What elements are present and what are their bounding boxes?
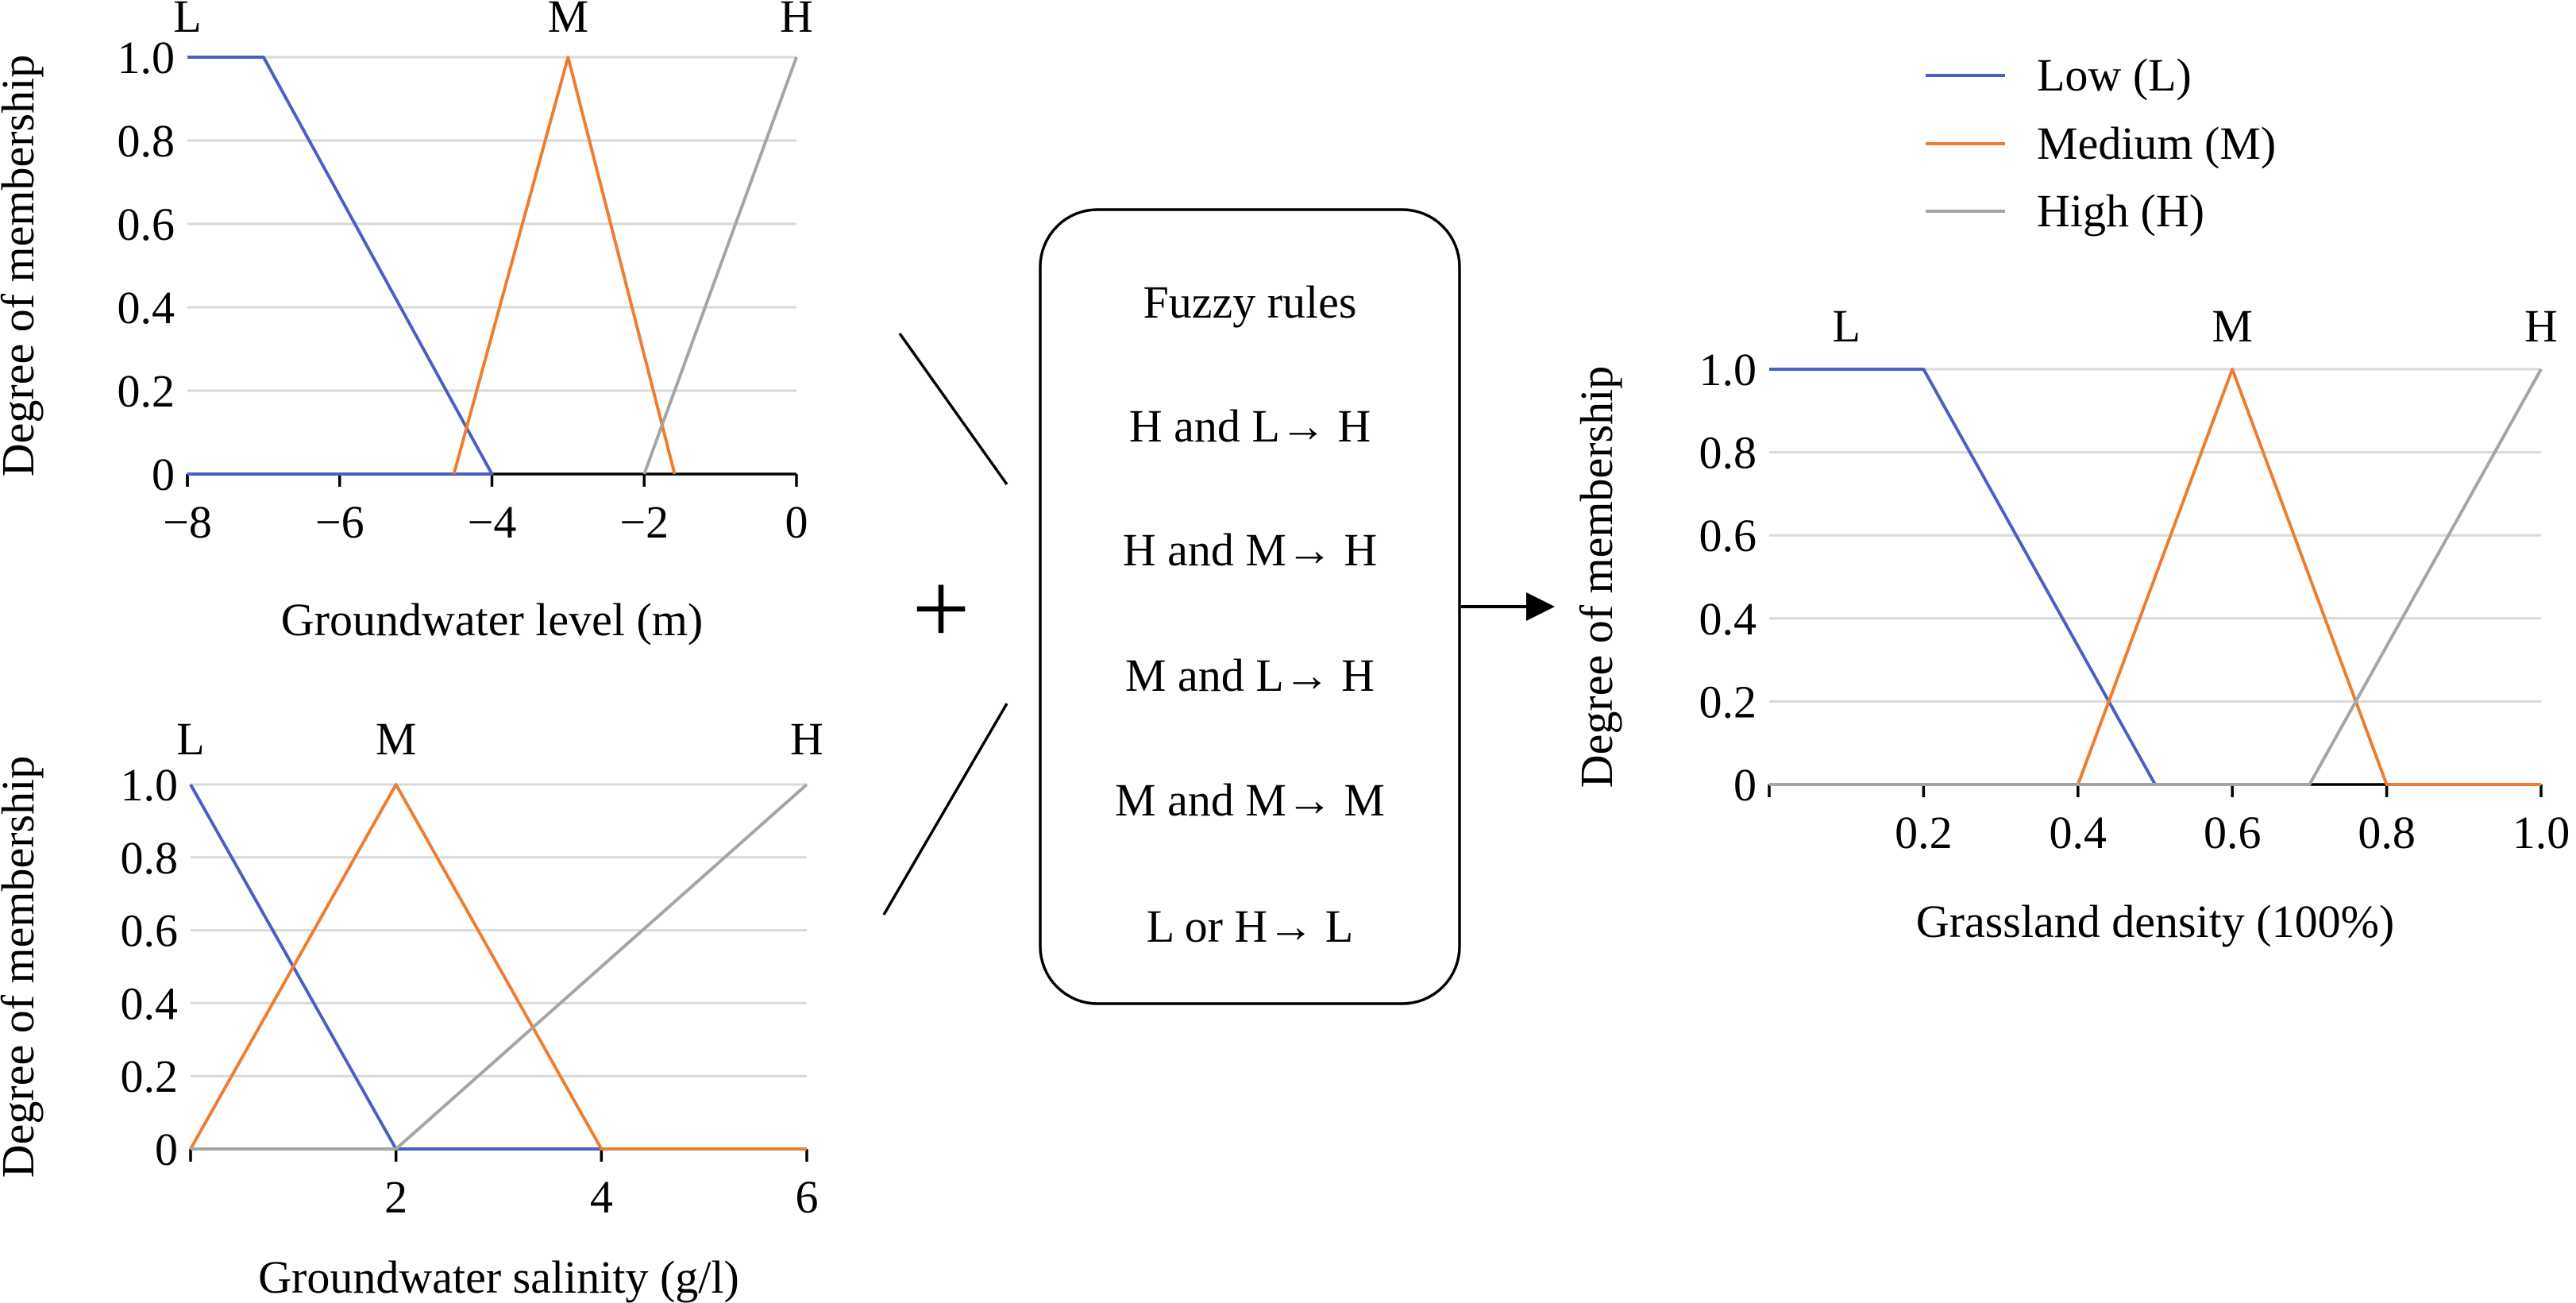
y-tick-label: 0.6 (121, 905, 179, 957)
series-line-high (191, 783, 808, 1151)
fuzzy-rules-box: Fuzzy rules H and L→ H H and M→ H M and … (1039, 208, 1461, 1005)
y-tick-label: 0.8 (1699, 427, 1757, 479)
x-tick-label: 1.0 (2512, 807, 2570, 858)
mf-label: L (1832, 300, 1860, 352)
x-tick-label: 2 (384, 1171, 407, 1223)
mf-label: H (2524, 300, 2558, 352)
rules-title: Fuzzy rules (1143, 276, 1357, 328)
output-arrow (1461, 592, 1555, 621)
connector-line-top (898, 332, 1008, 486)
y-tick-label: 0 (1733, 759, 1757, 811)
mf-label: L (173, 0, 201, 42)
series-line-low (1769, 368, 2310, 786)
groundwater-level-chart: 0 0.2 0.4 0.6 0.8 1.0 −8 −6 −4 −2 0 L M H Groundwater … (0, 0, 813, 646)
y-tick-label: 0.4 (118, 282, 175, 333)
x-tick-label: −6 (315, 496, 364, 548)
mf-label: H (790, 713, 823, 765)
rule-item: H and M→ H (1123, 524, 1378, 576)
legend-label-low: Low (L) (2037, 49, 2192, 101)
y-tick-label: 0.6 (1699, 510, 1757, 561)
series-line-high (1769, 368, 2543, 786)
arrow-head-icon (1526, 592, 1555, 621)
series-line-high (642, 56, 798, 475)
x-tick-label: 4 (590, 1171, 613, 1223)
x-tick-label: −4 (468, 496, 517, 548)
y-axis-title: Degree of membership (0, 55, 44, 476)
mf-label: M (376, 713, 417, 765)
mf-label: L (176, 713, 204, 765)
connector-line-bottom (882, 703, 1008, 916)
y-tick-label: 0 (155, 1124, 178, 1175)
plus-operator: + (912, 552, 970, 666)
y-axis-title: Degree of membership (0, 756, 44, 1178)
series-line-medium (189, 783, 807, 1151)
y-tick-label: 0.2 (118, 365, 175, 417)
rules-box-frame (1039, 208, 1461, 1005)
series-line-medium (452, 56, 677, 475)
x-tick-label: 0.8 (2358, 807, 2416, 858)
y-axis-title: Degree of membership (1571, 366, 1622, 788)
y-tick-label: 0.4 (1699, 593, 1757, 645)
rule-item: M and L→ H (1125, 650, 1375, 701)
rule-item: M and M→ M (1115, 774, 1385, 826)
mf-label: H (780, 0, 813, 42)
grassland-density-chart: 0 0.2 0.4 0.6 0.8 1.0 0.2 0.4 0.6 0.8 1.0 L M H Grassl… (1571, 300, 2570, 947)
y-tick-label: 0.2 (121, 1050, 179, 1102)
rule-item: L or H→ L (1147, 900, 1353, 952)
series-line-low (187, 56, 494, 476)
y-tick-label: 0.8 (121, 832, 179, 884)
series-line-medium (2076, 368, 2541, 786)
groundwater-salinity-chart: 0 0.2 0.4 0.6 0.8 1.0 2 4 6 L M H Groundwater salini… (0, 713, 823, 1303)
x-tick-label: 0 (785, 496, 808, 548)
series-line-low (189, 784, 602, 1151)
x-tick-label: 6 (796, 1171, 819, 1223)
y-tick-label: 0.4 (121, 977, 179, 1029)
mf-label: M (548, 0, 589, 42)
x-axis-title: Groundwater salinity (g/l) (258, 1251, 739, 1303)
y-tick-label: 1.0 (118, 32, 175, 83)
mf-label: M (2212, 300, 2253, 352)
y-tick-label: 0.8 (118, 115, 175, 167)
y-tick-label: 0 (152, 449, 175, 500)
legend: Low (L) Medium (M) High (H) (1926, 49, 2276, 237)
x-tick-label: 0.6 (2204, 807, 2262, 858)
y-tick-label: 1.0 (121, 759, 179, 811)
y-tick-label: 0.6 (118, 199, 175, 250)
legend-label-high: High (H) (2037, 185, 2204, 237)
x-axis-title: Groundwater level (m) (281, 594, 703, 646)
x-tick-label: 0.4 (2050, 807, 2107, 858)
legend-label-medium: Medium (M) (2037, 118, 2276, 169)
x-tick-label: 0.2 (1895, 807, 1953, 858)
y-tick-label: 1.0 (1699, 344, 1757, 395)
x-tick-label: −2 (619, 496, 669, 548)
x-axis-title: Grassland density (100%) (1916, 896, 2394, 947)
rule-item: H and L→ H (1129, 400, 1371, 452)
x-tick-label: −8 (163, 496, 212, 548)
y-tick-label: 0.2 (1699, 676, 1757, 727)
